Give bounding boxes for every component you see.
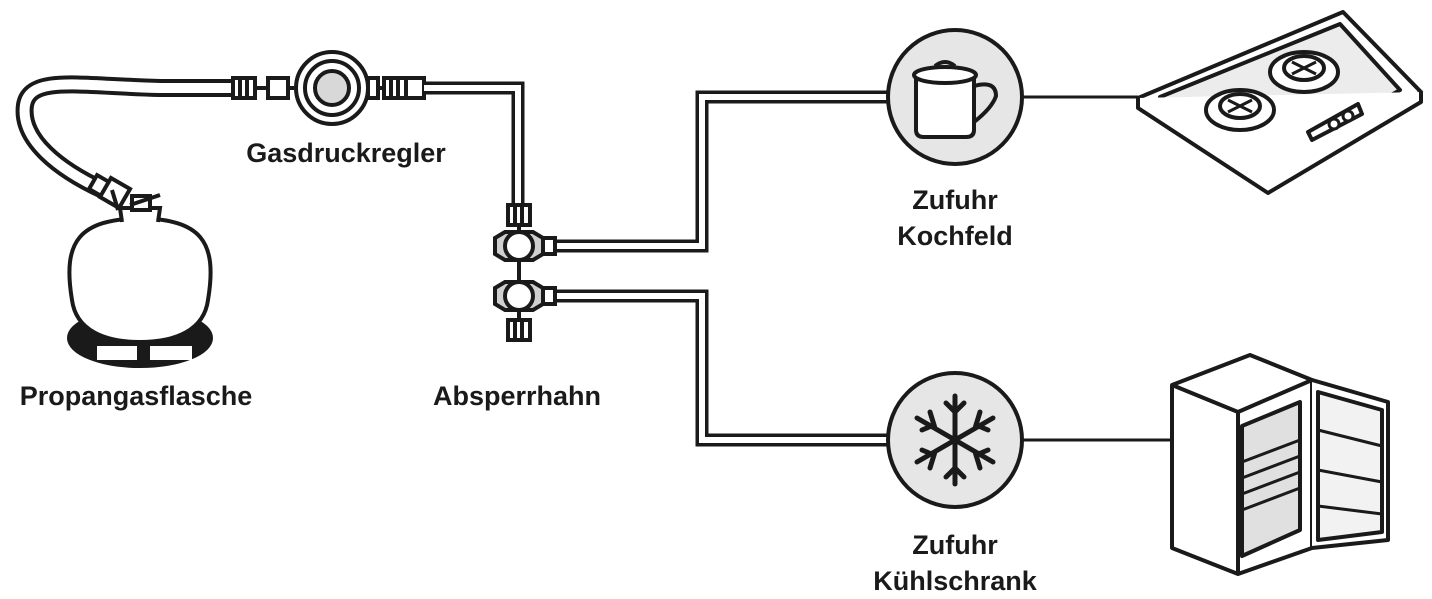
label-shutoff-valve: Absperrhahn bbox=[432, 381, 602, 411]
label-propane-cylinder: Propangasflasche bbox=[19, 381, 253, 411]
label-hob-supply-line1: Zufuhr bbox=[912, 185, 998, 215]
fridge-appliance bbox=[1170, 353, 1390, 576]
label-fridge-supply: Zufuhr Kühlschrank bbox=[862, 527, 1048, 599]
gas-hose bbox=[15, 75, 244, 199]
label-fridge-supply-line2: Kühlschrank bbox=[873, 566, 1037, 596]
pressure-regulator bbox=[231, 50, 426, 126]
cooking-pot-icon bbox=[886, 28, 1024, 166]
snowflake-icon bbox=[886, 371, 1024, 509]
gas-pipes bbox=[424, 81, 1172, 447]
gas-hob-appliance bbox=[1136, 10, 1423, 195]
shutoff-valve bbox=[493, 203, 557, 342]
label-hob-supply: Zufuhr Kochfeld bbox=[880, 182, 1030, 254]
label-hob-supply-line2: Kochfeld bbox=[897, 221, 1013, 251]
label-fridge-supply-line1: Zufuhr bbox=[912, 530, 998, 560]
propane-cylinder bbox=[67, 172, 213, 368]
label-pressure-regulator: Gasdruckregler bbox=[246, 138, 446, 168]
